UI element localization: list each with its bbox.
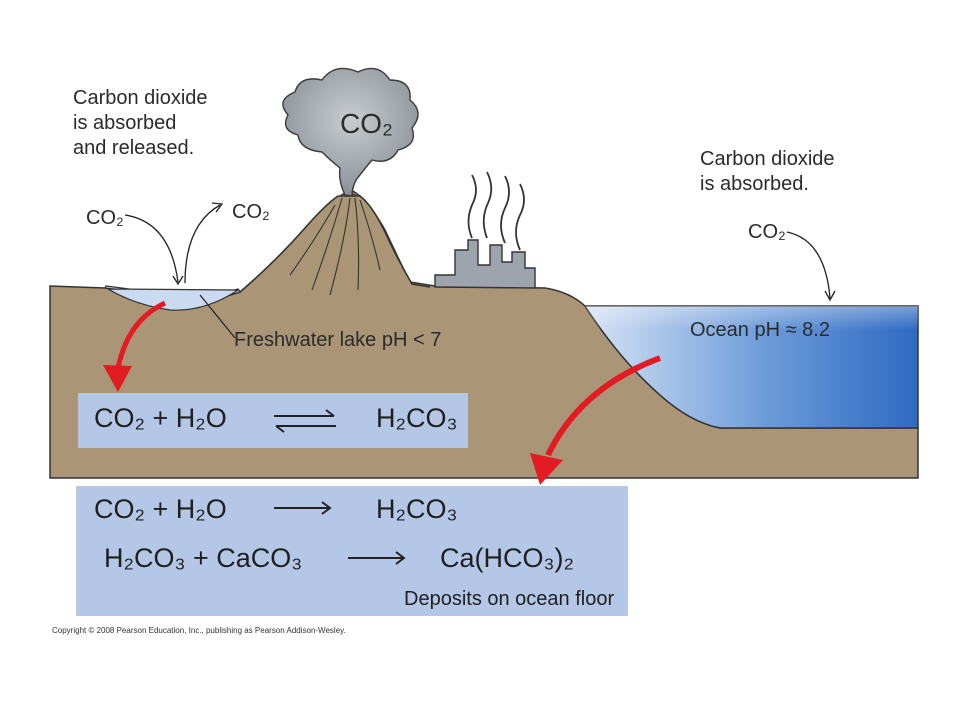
ocean-ph-label: Ocean pH ≈ 8.2 <box>690 319 830 341</box>
eq2-left: CO₂ + H₂O <box>94 494 227 524</box>
equation-box-freshwater <box>78 393 468 448</box>
volcano <box>239 195 431 293</box>
deposits-label: Deposits on ocean floor <box>404 588 615 610</box>
reaction-arrow-2 <box>348 551 406 565</box>
copyright-notice: Copyright © 2008 Pearson Education, Inc.… <box>52 626 346 635</box>
co2-out-lake-label: CO₂ <box>232 201 270 223</box>
ocean-note: Carbon dioxide is absorbed. <box>700 147 835 197</box>
equation-box-ocean <box>76 486 628 616</box>
eq3-right: Ca(HCO₃)₂ <box>440 543 574 573</box>
eq3-left: H₂CO₃ + CaCO₃ <box>104 543 303 573</box>
lake-note: Carbon dioxide is absorbed and released. <box>73 86 208 161</box>
eq1-left: CO₂ + H₂O <box>94 403 227 433</box>
ocean-co2-arrow <box>786 231 836 302</box>
co2-in-lake-label: CO₂ <box>86 207 124 229</box>
lake-note-line1: Carbon dioxide <box>73 87 208 109</box>
smoke-plume <box>282 67 419 197</box>
reaction-arrow-1 <box>274 501 332 515</box>
ocean-note-line1: Carbon dioxide <box>700 148 835 170</box>
lake-note-line3: and released. <box>73 137 195 159</box>
eq1-right: H₂CO₃ <box>376 403 458 433</box>
equilibrium-arrow <box>274 409 336 433</box>
ocean-note-line2: is absorbed. <box>700 173 809 195</box>
red-arrow-ocean <box>530 355 662 485</box>
lake-co2-arrows <box>124 202 224 286</box>
co2-volcano-label: CO₂ <box>340 108 393 139</box>
lake-ph-label: Freshwater lake pH < 7 <box>234 329 442 351</box>
co2-ocean-label: CO₂ <box>748 221 786 243</box>
ocean <box>583 305 919 429</box>
lake-note-line2: is absorbed <box>73 112 177 134</box>
lake-water <box>105 288 240 311</box>
factory <box>434 171 536 289</box>
red-arrow-lake <box>103 300 167 392</box>
eq2-right: H₂CO₃ <box>376 494 458 524</box>
lake-leader-line <box>199 294 236 339</box>
